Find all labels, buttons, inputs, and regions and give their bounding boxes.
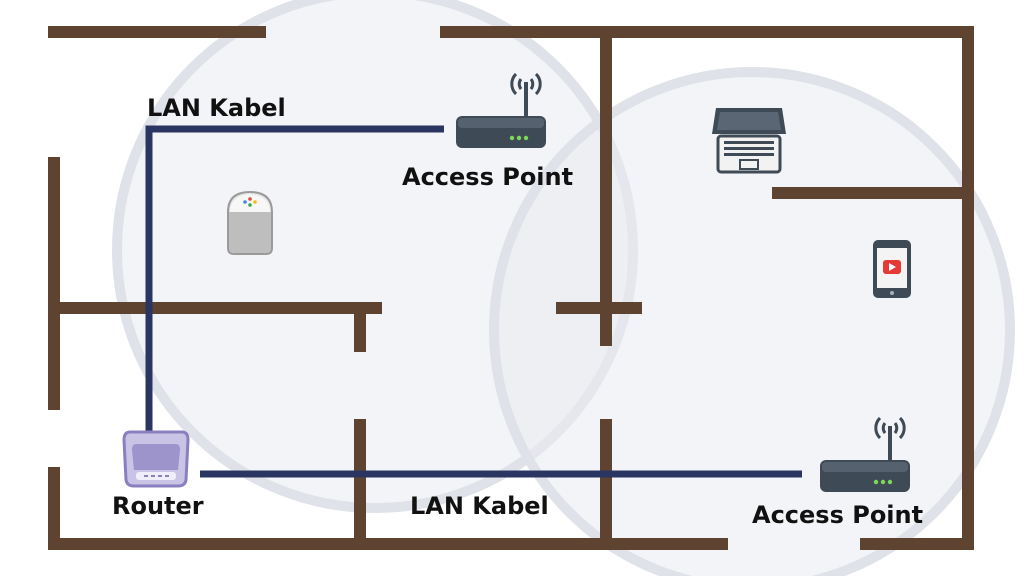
lan-cable-label-top: LAN Kabel (147, 94, 286, 122)
floorplan-walls (48, 26, 974, 550)
lan-cable-label-bottom: LAN Kabel (410, 492, 549, 520)
laptop-icon (712, 108, 786, 174)
wifi-access-point-icon (456, 72, 546, 148)
smart-speaker-icon (227, 190, 273, 255)
diagram-labels: LAN Kabel Access Point Router LAN Kabel … (112, 94, 923, 529)
access-point-label-top: Access Point (402, 163, 573, 191)
lan-cable-top (145, 125, 444, 433)
access-point-label-bottom: Access Point (752, 501, 923, 529)
wifi-access-point-icon (820, 416, 910, 492)
router-label: Router (112, 492, 204, 520)
smartphone-video-icon (873, 240, 911, 298)
lan-cables (145, 125, 802, 478)
router-icon (122, 430, 190, 488)
